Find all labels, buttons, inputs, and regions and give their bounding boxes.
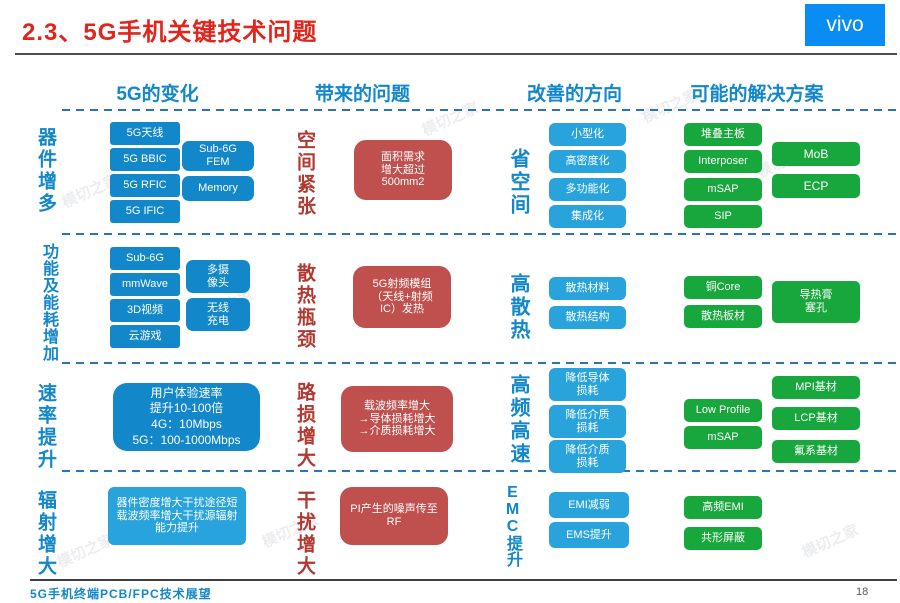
column-header-solutions: 可能的解决方案 <box>690 84 824 105</box>
row-label: 功能及能耗增加 <box>40 243 57 362</box>
problem-label: 散热瓶颈 <box>294 263 315 351</box>
row-divider <box>62 109 897 111</box>
column-header-changes: 5G的变化 <box>116 84 199 105</box>
solution-box: 共形屏蔽 <box>684 527 762 550</box>
column-header-problems: 带来的问题 <box>314 84 410 105</box>
row-divider <box>62 362 897 364</box>
direction-label: 省空间 <box>507 148 529 217</box>
change-box: 用户体验速率 提升10-100倍 4G：10Mbps 5G：100-1000Mb… <box>113 383 260 451</box>
solution-box: Interposer <box>684 150 762 173</box>
page-number: 18 <box>856 586 869 598</box>
solution-box: 散热板材 <box>684 305 762 328</box>
direction-box: EMI减弱 <box>549 492 629 518</box>
change-box: 器件密度增大干扰途径短 载波频率增大干扰源辐射能力提升 <box>108 487 246 545</box>
change-box: 5G IFIC <box>110 200 180 223</box>
solution-box: ECP <box>772 174 860 198</box>
solution-box: MoB <box>772 142 860 166</box>
solution-box: mSAP <box>684 426 762 449</box>
page-title: 2.3、5G手机关键技术问题 <box>22 19 318 46</box>
change-box: 5G天线 <box>110 122 180 145</box>
change-box: 5G RFIC <box>110 174 180 197</box>
direction-box: 散热结构 <box>549 306 626 329</box>
change-box: 多摄 像头 <box>186 260 250 293</box>
solution-box: 氟系基材 <box>772 440 860 463</box>
direction-box: EMS提升 <box>549 522 629 548</box>
title-underline <box>15 53 897 55</box>
direction-box: 多功能化 <box>549 178 626 201</box>
direction-box: 高密度化 <box>549 150 626 173</box>
direction-box: 小型化 <box>549 123 626 146</box>
problem-label: 干扰增大 <box>294 490 315 578</box>
row-label: 速率提升 <box>35 383 56 471</box>
problem-label: 路损增大 <box>294 382 315 470</box>
direction-box: 集成化 <box>549 205 626 228</box>
change-box: 5G BBIC <box>110 148 180 171</box>
watermark-text: 模切之家 <box>419 99 482 140</box>
direction-box: 散热材料 <box>549 277 626 300</box>
solution-box: Low Profile <box>684 399 762 422</box>
problem-box: 5G射频模组 （天线+射频 IC）发热 <box>353 266 451 328</box>
direction-box: 降低导体损耗 <box>549 368 626 401</box>
column-header-directions: 改善的方向 <box>526 84 622 105</box>
solution-box: mSAP <box>684 178 762 201</box>
solution-box: LCP基材 <box>772 407 860 430</box>
solution-box: SIP <box>684 205 762 228</box>
direction-box: 降低介质损耗 <box>549 405 626 438</box>
problem-box: 载波频率增大 →导体损耗增大 →介质损耗增大 <box>341 386 453 452</box>
solution-box: 堆叠主板 <box>684 123 762 146</box>
problem-box: 面积需求 增大超过 500mm2 <box>354 140 452 200</box>
watermark-text: 模切之家 <box>799 521 862 562</box>
vivo-logo: vivo <box>805 4 885 46</box>
footer-title: 5G手机终端PCB/FPC技术展望 <box>30 587 212 601</box>
change-box: 云游戏 <box>110 325 180 348</box>
solution-box: 导热膏 塞孔 <box>772 281 860 323</box>
row-divider <box>62 233 897 235</box>
solution-box: 高频EMI <box>684 496 762 519</box>
change-box: 3D视频 <box>110 299 180 322</box>
solution-box: 铜Core <box>684 276 762 299</box>
row-label: 器件增多 <box>35 127 56 215</box>
change-box: Memory <box>182 176 254 201</box>
row-divider <box>62 470 897 472</box>
direction-label: 高频高速 <box>507 374 529 466</box>
change-box: 无线 充电 <box>186 298 250 331</box>
change-box: Sub-6G FEM <box>182 141 254 171</box>
solution-box: MPI基材 <box>772 376 860 399</box>
direction-label: 高散热 <box>507 273 529 342</box>
direction-box: 降低介质损耗 <box>549 440 626 473</box>
change-box: mmWave <box>110 273 180 296</box>
problem-box: PI产生的噪声传至 RF <box>340 487 448 545</box>
problem-label: 空间紧张 <box>294 130 315 218</box>
direction-label: EMC提升 <box>504 484 521 567</box>
row-label: 辐射增大 <box>35 490 56 578</box>
footer-divider <box>30 579 897 581</box>
change-box: Sub-6G <box>110 247 180 270</box>
